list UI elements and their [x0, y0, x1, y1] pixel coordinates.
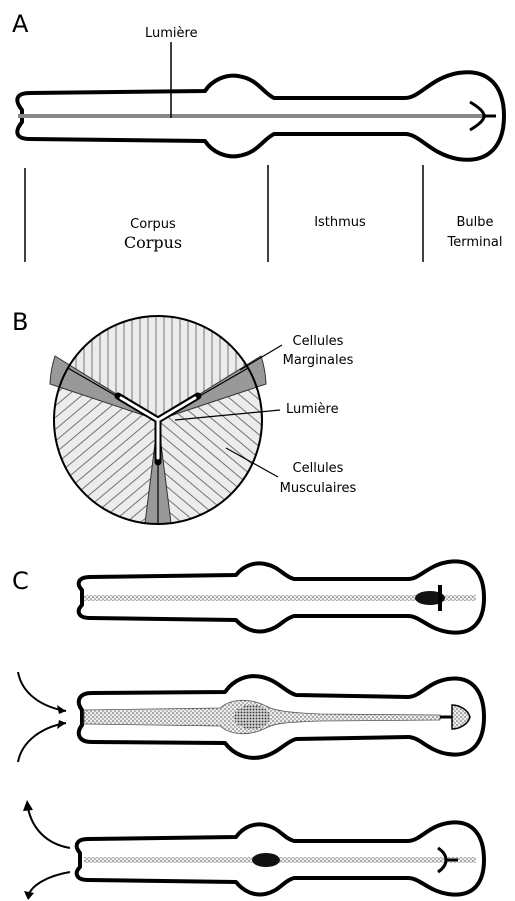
inflow-arrowhead-top [57, 705, 66, 714]
outflow-arrow-top [28, 808, 70, 848]
muscle-label-line2: Musculaires [280, 481, 357, 496]
corpus-label: Corpus [130, 217, 176, 232]
outflow-arrow-bottom [29, 872, 70, 894]
inflow-arrow-bottom [18, 723, 66, 762]
panel-b-letter: B [12, 308, 28, 336]
pharynx-state-2 [18, 672, 484, 762]
bulb-label-line1: Bulbe [456, 215, 493, 230]
bolus-c3 [252, 853, 280, 867]
panel-c: C [12, 561, 484, 900]
isthmus-label: Isthmus [314, 215, 366, 230]
outflow-arrowhead-bottom [24, 891, 34, 900]
inflow-arrow-top [18, 672, 66, 711]
muscle-label-line1: Cellules [293, 461, 344, 476]
panel-b: B Cellules Marginales Lumière Cellules M… [12, 308, 357, 524]
outflow-arrowhead-top [23, 800, 33, 811]
bulb-label-line2: Terminal [447, 235, 503, 250]
pharynx-state-3 [23, 800, 484, 900]
lumen-label-a: Lumière [145, 26, 198, 41]
lumen-label-b: Lumière [286, 402, 339, 417]
panel-a-letter: A [12, 10, 29, 38]
lumen-bolus-c2 [234, 705, 270, 729]
corpus-label-serif: Corpus [124, 233, 182, 252]
pharynx-state-1 [79, 561, 484, 632]
marginal-label-line2: Marginales [283, 353, 354, 368]
panel-a: A Lumière Corpus Corpus Isthmus Bulbe Te… [12, 10, 504, 262]
marginal-label-line1: Cellules [293, 334, 344, 349]
inflow-arrowhead-bottom [57, 720, 66, 729]
panel-c-letter: C [12, 567, 29, 595]
